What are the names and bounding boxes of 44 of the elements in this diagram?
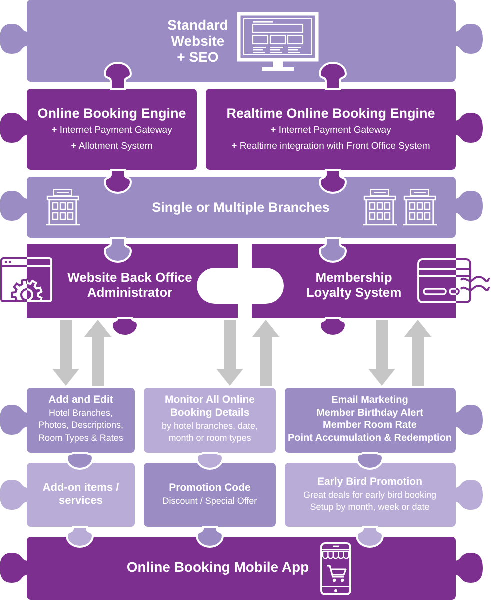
piece-title: Online Booking Engine [36,105,188,123]
piece-text: + Internet Payment Gateway [50,124,174,138]
puzzle-piece [27,0,456,82]
block-arrow [368,320,396,386]
piece-title: Single or Multiple Branches [151,199,331,216]
feature-label: Member Room Rate [322,420,418,432]
piece-text: + Allotment System [70,140,154,154]
puzzle-piece [144,463,276,527]
block-arrow [52,320,80,386]
block-arrow [252,320,280,386]
piece-text: Discount / Special Offer [162,495,258,507]
puzzle-piece [27,89,197,170]
puzzle-piece [27,537,456,600]
piece-text: + Realtime integration with Front Office System [230,140,432,154]
puzzle-piece [285,388,456,453]
puzzle-piece [144,388,276,453]
puzzle-piece [285,463,456,527]
piece-title: Website Back Office Administrator [66,271,194,300]
piece-title: Online Booking Mobile App [126,559,310,576]
block-arrow [84,320,112,386]
block-arrow [216,320,244,386]
puzzle-piece [27,177,456,238]
piece-title: Membership Loyalty System [305,271,403,300]
block-arrow [404,320,432,386]
piece-text: Great deals for early bird booking [302,488,438,500]
piece-title: Early Bird Promotion [316,476,424,488]
piece-title: Add-on items / services [42,482,120,507]
piece-text: Hotel Branches, Photos, Descriptions, Room Types & Rates [37,407,125,444]
feature-label: Member Birthday Alert [316,408,424,420]
piece-title: Add and Edit [48,394,114,407]
feature-label: Email Marketing [330,395,410,408]
piece-text: by hotel branches, date, month or room types [160,420,260,444]
piece-title: Monitor All Online Booking Details [164,394,256,420]
puzzle-piece [27,463,135,527]
piece-text: Setup by month, week or date [309,500,431,512]
puzzle-piece [0,244,238,318]
piece-text: + Internet Payment Gateway [270,124,392,138]
piece-title: Standard Website + SEO [166,17,230,65]
puzzle-piece [206,89,456,170]
piece-title: Promotion Code [168,482,252,495]
piece-title: Realtime Online Booking Engine [226,105,436,123]
puzzle-piece [27,388,135,453]
puzzle-piece [252,244,491,318]
feature-label: Point Accumulation & Redemption [286,432,454,445]
